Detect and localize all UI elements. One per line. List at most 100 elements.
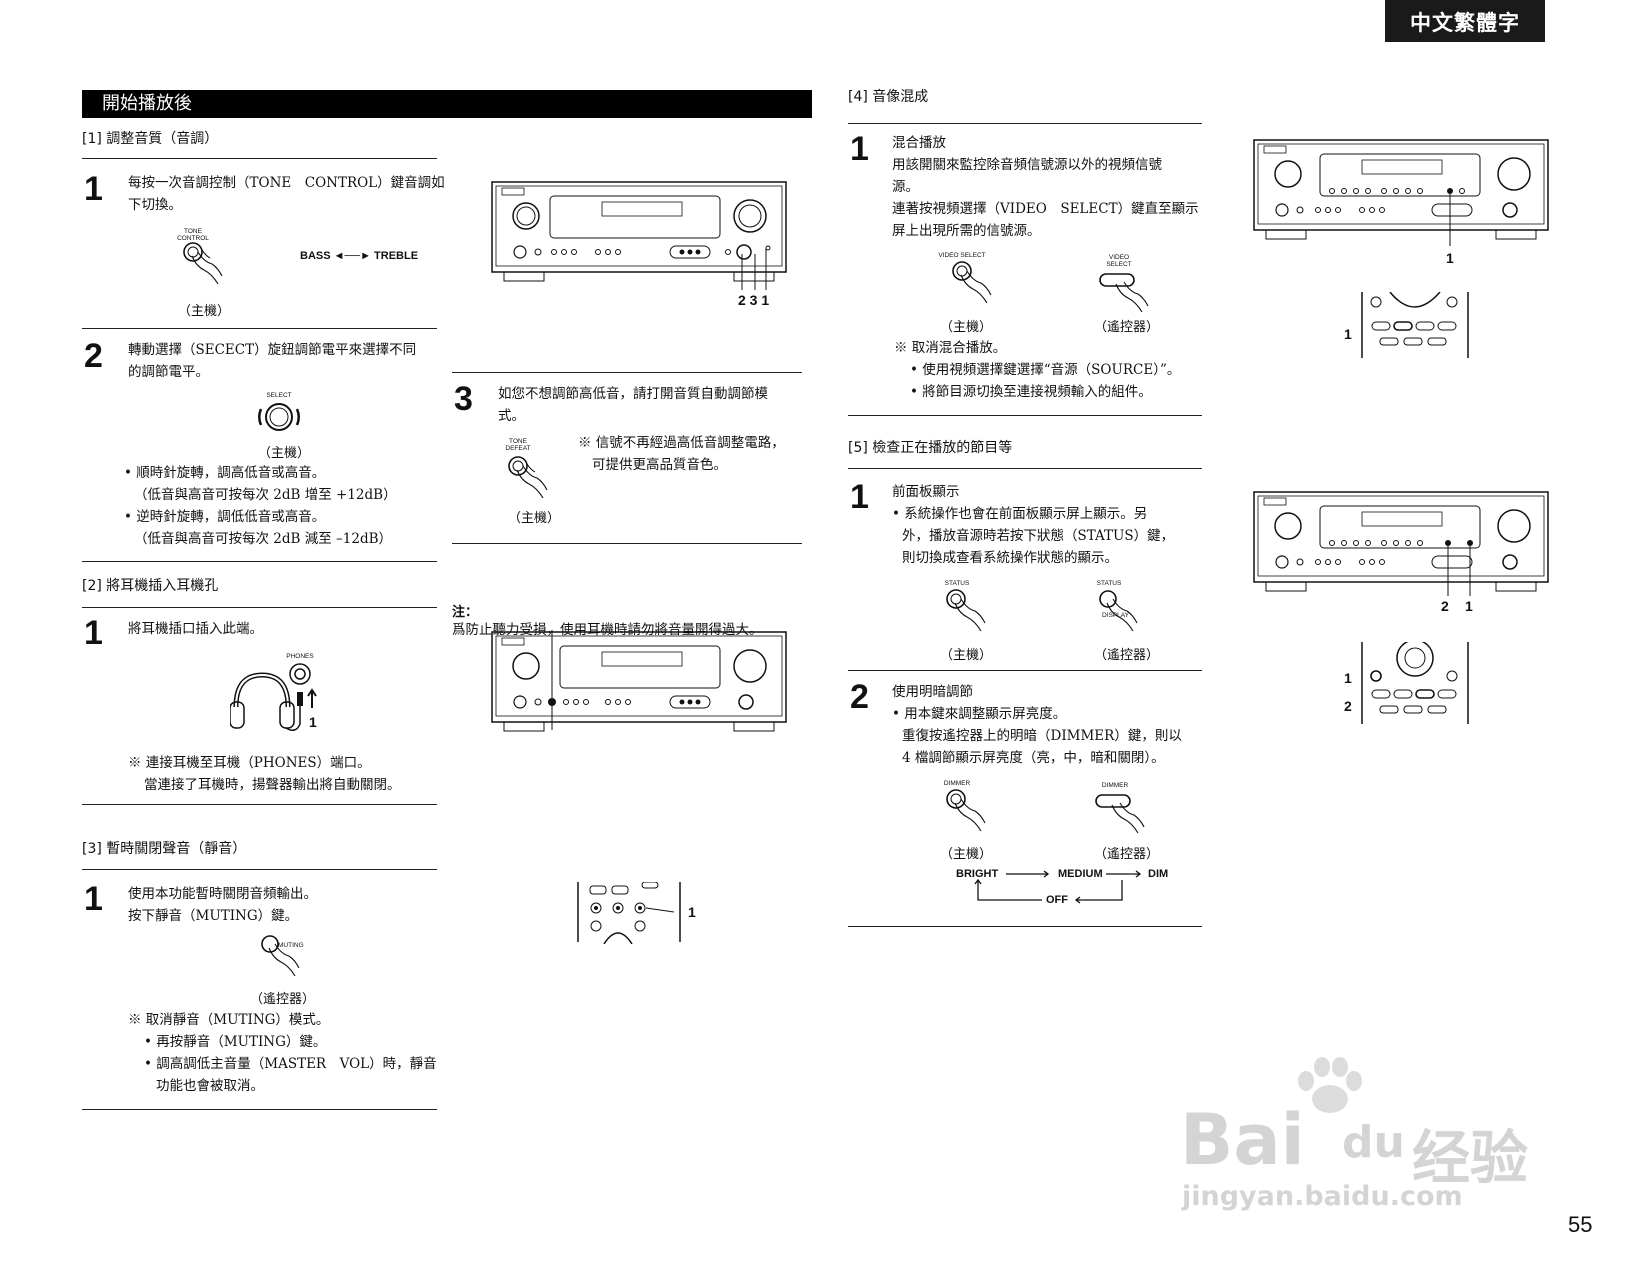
text-line: 每按一次音調控制（TONE CONTROL）鍵音調如 (128, 175, 445, 191)
divider (82, 869, 437, 870)
divider (82, 607, 437, 608)
text-line: 連著按視頻選擇（VIDEO SELECT）鍵直至顯示 (892, 201, 1199, 217)
dimmer-main-illustration: DIMMER (940, 780, 1000, 839)
hand-press-icon (946, 589, 986, 632)
watermark-brand2: du (1342, 1117, 1405, 1168)
divider (82, 158, 437, 159)
bullet-sub: （低音與高音可按每次 2dB 增至 +12dB） (134, 487, 397, 503)
section-1-title: [1] 調整音質（音調） (82, 131, 219, 147)
step-heading: 混合播放 (892, 135, 946, 151)
step-number: 1 (84, 880, 103, 918)
hand-press-icon (1099, 590, 1138, 632)
caption: （主機） (940, 320, 993, 335)
text-line: 轉動選擇（SECECT）旋鈕調節電平來選擇不同 (128, 342, 417, 358)
bullet: • 調高調低主音量（MASTER VOL）時，靜音 (144, 1056, 437, 1072)
hand-press-icon (508, 456, 548, 499)
step3-note: ※ 信號不再經過高低音調整電路， 可提供更高品質音色。 (578, 432, 785, 476)
note-line: ※ 信號不再經過高低音調整電路， (578, 435, 785, 451)
bass-treble-arrow: BASS ◄──► TREBLE (300, 250, 419, 262)
button-label: DIMMER (1101, 782, 1129, 789)
step-text: 混合播放 用該開關來監控除音頻信號源以外的視頻信號 源。 連著按視頻選擇（VID… (892, 132, 1199, 242)
text-line: 用該開關來監控除音頻信號源以外的視頻信號 (892, 157, 1162, 173)
text-line: 使用本功能暫時關閉音頻輸出。 (128, 886, 317, 902)
note-title: 注： (452, 604, 479, 619)
text-line: 則切換成查看系統操作狀態的顯示。 (902, 550, 1118, 566)
text-line: 將耳機插口插入此端。 (128, 621, 263, 637)
step-text: 每按一次音調控制（TONE CONTROL）鍵音調如 下切換。 (128, 172, 445, 216)
callout-number: 1 (1446, 250, 1454, 266)
text-line: 重復按遙控器上的明暗（DIMMER）鍵，則以 (902, 728, 1182, 744)
dimmer-flow-diagram: BRIGHT MEDIUM DIM OFF (950, 866, 1170, 912)
status-remote-illustration: STATUS DISPLAY (1092, 580, 1152, 639)
step-number: 1 (850, 130, 869, 168)
caption: （遙控器） (1094, 847, 1160, 862)
muting-notes: ※ 取消靜音（MUTING）模式。 • 再按靜音（MUTING）鍵。 • 調高調… (128, 1009, 437, 1097)
page-number: 55 (1568, 1212, 1593, 1237)
paw-logo-icon (1298, 1057, 1362, 1113)
callout-number: 1 (688, 904, 696, 920)
step-text: 前面板顯示 • 系統操作也會在前面板顯示屏上顯示。另 外，播放音源時若按下狀態（… (892, 481, 1174, 569)
callout-number: 1 (1344, 670, 1352, 686)
divider (848, 926, 1202, 927)
bullet-sub: 功能也會被取消。 (156, 1078, 264, 1094)
caption: （主機） (940, 648, 993, 663)
text-line: 外，播放音源時若按下狀態（STATUS）鍵， (902, 528, 1175, 544)
divider (848, 670, 1202, 671)
step-text: 轉動選擇（SECECT）旋鈕調節電平來選擇不同 的調節電平。 (128, 339, 416, 383)
callout-number: 2 (1441, 598, 1449, 614)
receiver-front-panel-illustration (491, 181, 787, 290)
video-select-remote-illustration: VIDEO SELECT (1096, 254, 1156, 320)
button-label: DIMMER (943, 780, 971, 787)
hand-press-icon (952, 261, 992, 304)
hand-press-icon (183, 242, 223, 285)
flow-arrows (974, 870, 1142, 904)
section-4-title: [4] 音像混成 (848, 89, 929, 105)
callout-number: 1 (1344, 326, 1352, 342)
divider (82, 1109, 437, 1110)
note-line: ※ 連接耳機至耳機（PHONES）端口。 (128, 755, 371, 771)
section-header-bar: 開始播放後 (82, 90, 812, 118)
language-tab: 中文繁體字 (1385, 0, 1545, 42)
bullet-list: • 順時針旋轉，調高低音或高音。 （低音與高音可按每次 2dB 增至 +12dB… (124, 462, 397, 550)
bullet: • 再按靜音（MUTING）鍵。 (144, 1034, 327, 1050)
hand-press-icon (946, 789, 986, 832)
caption: （主機） (178, 304, 231, 319)
caption: （主機） (940, 847, 993, 862)
section-5-title: [5] 檢查正在播放的節目等 (848, 440, 1013, 456)
headphones-icon (230, 663, 317, 731)
divider (82, 328, 437, 329)
remote-control-fragment (577, 882, 681, 944)
caption: （遙控器） (1094, 648, 1160, 663)
callout-number: 2 (1344, 698, 1352, 714)
watermark-url: jingyan.baidu.com (1182, 1181, 1463, 1212)
divider (82, 804, 437, 805)
section-2-title: [2] 將耳機插入耳機孔 (82, 578, 219, 594)
text-line: 按下靜音（MUTING）鍵。 (128, 908, 299, 924)
text-line: • 系統操作也會在前面板顯示屏上顯示。另 (892, 506, 1148, 522)
flow-off: OFF (1046, 894, 1068, 906)
caption: （主機） (258, 446, 311, 461)
callout-number: 1 (309, 714, 317, 730)
section-3-title: [3] 暫時關閉聲音（靜音） (82, 841, 247, 857)
text-line: 如您不想調節高低音，請打開音質自動調節模 (498, 386, 768, 402)
text-line: 的調節電平。 (128, 364, 209, 380)
step-heading: 使用明暗調節 (892, 684, 973, 700)
text-line: • 用本鍵來調整顯示屏亮度。 (892, 706, 1067, 722)
button-label: MUTING (278, 942, 304, 949)
divider (848, 123, 1202, 124)
bullet: • 將節目源切換至連接視頻輸入的組件。 (910, 384, 1152, 400)
phones-note: ※ 連接耳機至耳機（PHONES）端口。 當連接了耳機時，揚聲器輸出將自動關閉。 (128, 752, 401, 796)
note-line: 可提供更高品質音色。 (592, 457, 727, 473)
watermark-brand: Bai (1180, 1099, 1305, 1181)
divider (82, 561, 437, 562)
callout-numbers: 2 3 1 (738, 292, 770, 308)
dimmer-remote-illustration: DIMMER (1092, 782, 1152, 841)
button-label: STATUS (944, 580, 970, 587)
step-number: 2 (84, 337, 103, 375)
bullet: • 順時針旋轉，調高低音或高音。 (124, 465, 326, 481)
text-line: 屏上出現所需的信號源。 (892, 223, 1041, 239)
bullet-sub: （低音與高音可按每次 2dB 減至 –12dB） (134, 531, 393, 547)
text-line: 4 檔調節顯示屏亮度（亮，中，暗和關閉）。 (902, 750, 1165, 766)
receiver-front-panel-illustration (1253, 491, 1549, 596)
step-text: 使用本功能暫時關閉音頻輸出。 按下靜音（MUTING）鍵。 (128, 883, 317, 927)
